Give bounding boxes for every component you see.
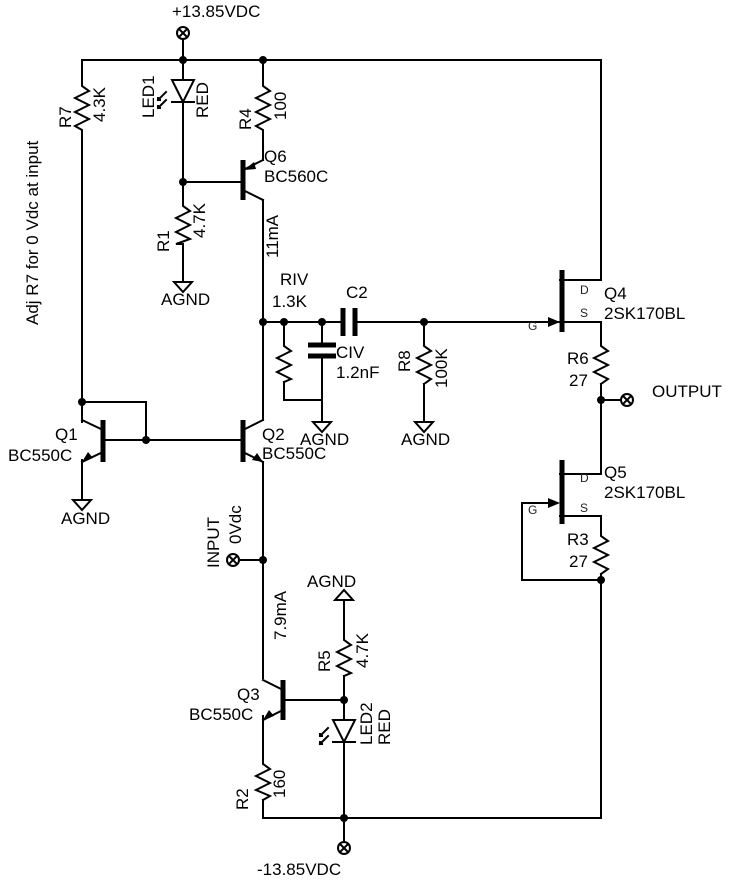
q5-pin-s: S	[580, 501, 588, 515]
r5-ref: R5	[315, 650, 334, 672]
r7-value: 4.3K	[90, 86, 109, 122]
wires	[81, 27, 621, 843]
q5-part: 2SK170BL	[604, 483, 685, 502]
r4-value: 100	[271, 92, 290, 120]
q4-part: 2SK170BL	[604, 304, 685, 323]
r5-value: 4.7K	[353, 632, 372, 668]
jfet-q4[interactable]: D S G Q4 2SK170BL	[519, 270, 685, 333]
led2-value: RED	[375, 709, 394, 745]
r3-value: 27	[569, 552, 588, 571]
capacitor-civ[interactable]: CIV 1.2nF	[308, 342, 379, 382]
transistor-q2[interactable]: Q2 BC550C	[240, 418, 326, 464]
q2-ref: Q2	[262, 425, 285, 444]
r2-value: 160	[270, 770, 289, 798]
label-input: INPUT	[204, 517, 223, 568]
q4-pin-d: D	[580, 283, 589, 297]
r1-ref: R1	[154, 230, 173, 252]
q6-current: 11mA	[263, 214, 282, 258]
q4-pin-g: G	[528, 319, 537, 333]
ground-civ: AGND	[300, 421, 349, 449]
transistor-q3[interactable]: Q3 BC550C 7.9mA	[189, 590, 290, 724]
ground-q1-label: AGND	[61, 509, 110, 528]
r4-ref: R4	[236, 108, 255, 130]
terminal-input[interactable]: INPUT 0Vdc	[204, 505, 245, 568]
q3-current: 7.9mA	[271, 590, 290, 640]
q3-part: BC550C	[189, 705, 253, 724]
resistor-r1[interactable]: R1 4.7K	[154, 197, 209, 252]
led-led2[interactable]: LED2 RED	[318, 702, 394, 746]
junction-dots	[78, 56, 605, 822]
q2-part: BC550C	[262, 444, 326, 463]
r2-ref: R2	[233, 788, 252, 810]
ground-r8: AGND	[401, 421, 450, 449]
terminal-negative-supply[interactable]: -13.85VDC	[257, 841, 351, 879]
q4-ref: Q4	[604, 284, 627, 303]
adjust-note: Adj R7 for 0 Vdc at input	[23, 140, 42, 325]
resistor-r5[interactable]: R5 4.7K	[315, 632, 372, 678]
led1-value: RED	[193, 82, 212, 118]
q4-pin-s: S	[580, 306, 588, 320]
transistor-q1[interactable]: Q1 BC550C	[8, 418, 106, 465]
ground-r1-label: AGND	[161, 290, 210, 309]
resistor-r3[interactable]: R3 27	[567, 529, 611, 576]
capacitor-c2[interactable]: C2	[340, 283, 368, 336]
led-led1[interactable]: LED1 RED	[139, 75, 212, 118]
ground-q1: AGND	[61, 499, 110, 528]
c2-ref: C2	[346, 283, 368, 302]
r8-ref: R8	[395, 350, 414, 372]
q1-part: BC550C	[8, 446, 72, 465]
r7-ref: R7	[56, 106, 75, 128]
civ-value: 1.2nF	[336, 363, 379, 382]
label-output: OUTPUT	[652, 382, 722, 401]
r6-value: 27	[569, 371, 588, 390]
riv-ref: RIV	[280, 270, 309, 289]
q5-ref: Q5	[604, 463, 627, 482]
r3-ref: R3	[567, 530, 589, 549]
label-input-voltage: 0Vdc	[226, 505, 245, 544]
q3-ref: Q3	[237, 685, 260, 704]
resistor-r7[interactable]: R7 4.3K	[56, 77, 109, 137]
riv-value: 1.3K	[272, 292, 308, 311]
led2-ref: LED2	[357, 702, 376, 745]
r8-value: 100K	[432, 348, 451, 388]
ground-r5-label: AGND	[307, 572, 356, 591]
civ-ref: CIV	[336, 343, 365, 362]
q1-ref: Q1	[55, 425, 78, 444]
r1-value: 4.7K	[190, 202, 209, 238]
resistor-r6[interactable]: R6 27	[567, 339, 611, 390]
resistor-r4[interactable]: R4 100	[236, 77, 290, 137]
label-positive-supply: +13.85VDC	[172, 2, 260, 21]
label-negative-supply: -13.85VDC	[257, 860, 341, 879]
ground-civ-label: AGND	[300, 430, 349, 449]
terminal-positive-supply[interactable]: +13.85VDC	[172, 2, 260, 40]
ground-r5: AGND	[307, 572, 356, 601]
jfet-q5[interactable]: D S G Q5 2SK170BL	[528, 460, 685, 524]
resistor-riv[interactable]: RIV 1.3K	[272, 270, 309, 384]
resistor-r2[interactable]: R2 160	[233, 759, 289, 810]
q5-pin-d: D	[580, 471, 589, 485]
terminal-output[interactable]: OUTPUT	[620, 382, 722, 407]
resistor-r8[interactable]: R8 100K	[395, 339, 451, 388]
q6-part: BC560C	[264, 167, 328, 186]
r6-ref: R6	[567, 349, 589, 368]
led1-ref: LED1	[139, 75, 158, 118]
transistor-q6[interactable]: Q6 BC560C 11mA	[240, 147, 328, 258]
ground-r8-label: AGND	[401, 430, 450, 449]
ground-r1: AGND	[161, 281, 210, 309]
q6-ref: Q6	[264, 147, 287, 166]
q5-pin-g: G	[528, 503, 537, 517]
